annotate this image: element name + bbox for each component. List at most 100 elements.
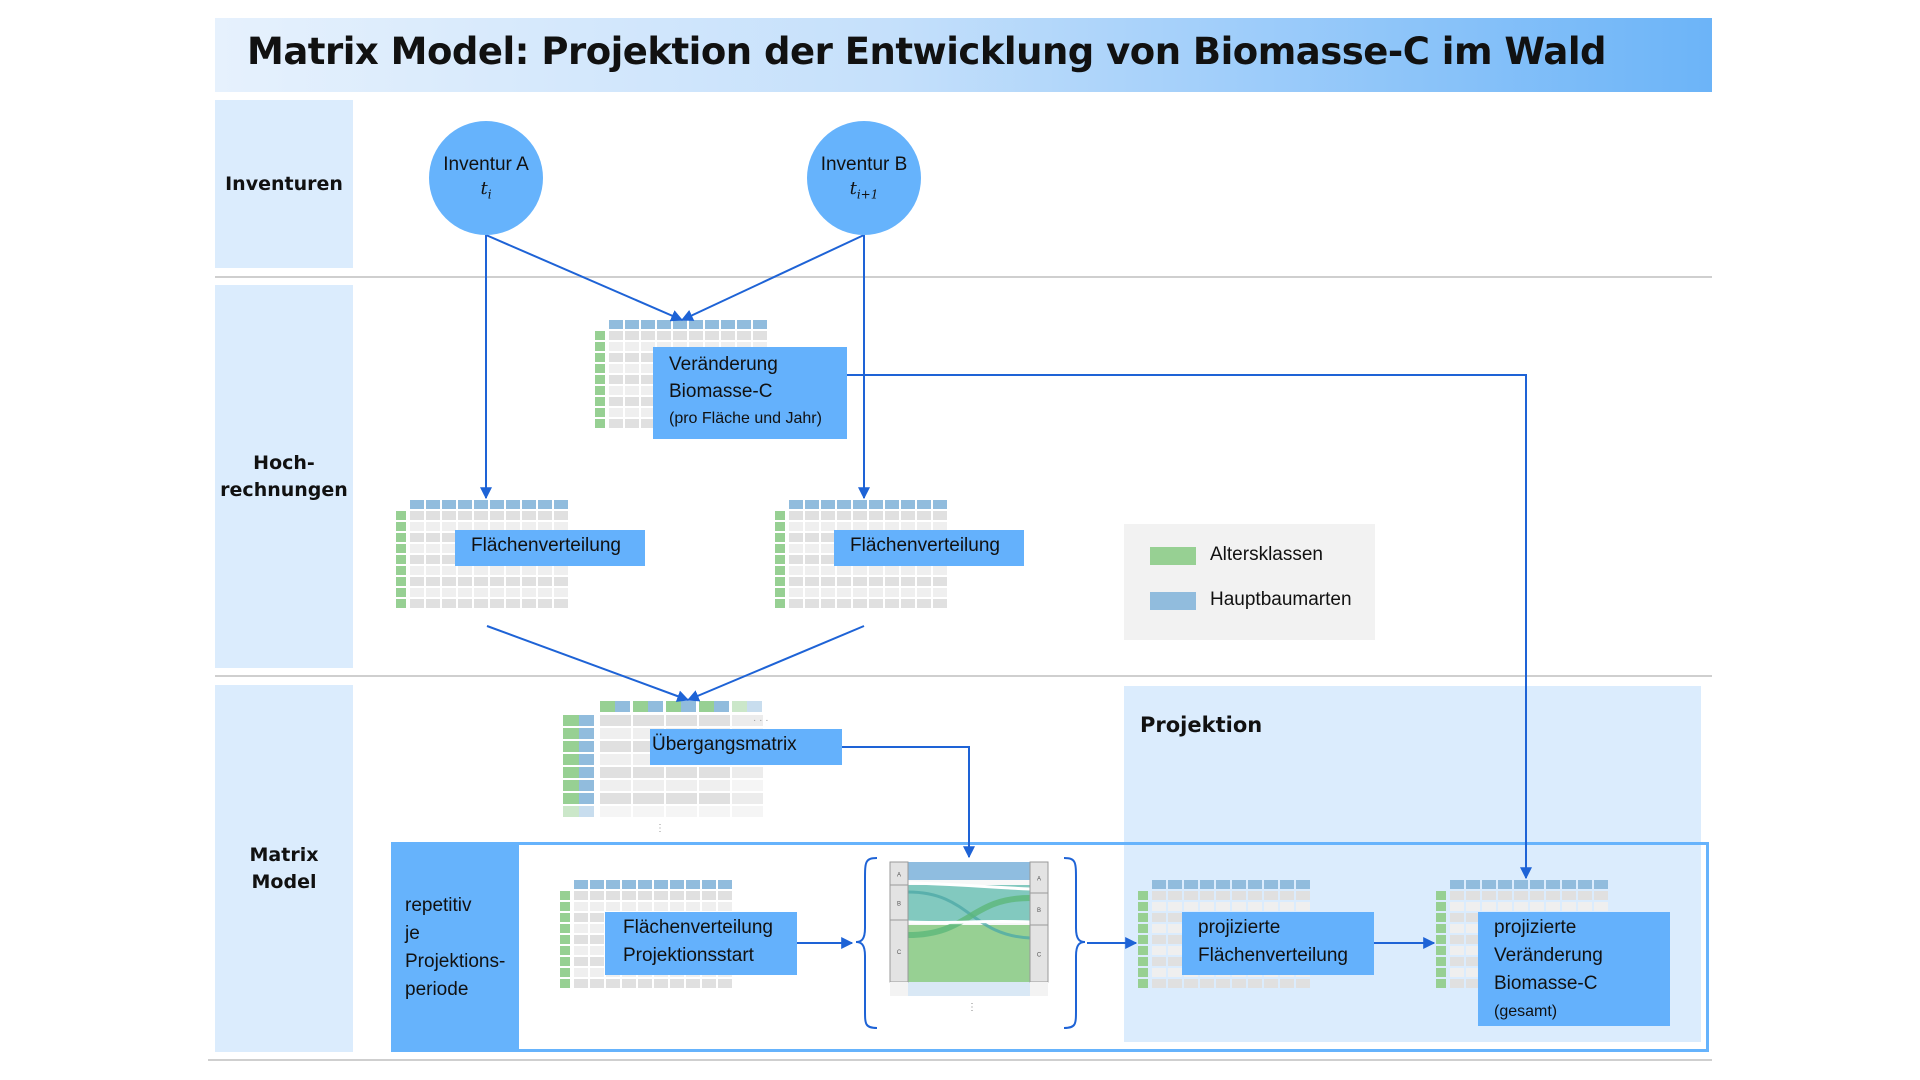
grid-cell	[885, 577, 899, 586]
row-header-cell	[595, 353, 605, 362]
grid-cell	[657, 342, 671, 351]
row-header-cell	[1138, 968, 1148, 977]
sankey-node-label: B	[897, 902, 901, 908]
grid-cell	[554, 577, 568, 586]
grid-cell	[522, 566, 536, 575]
header-cell	[600, 701, 615, 712]
grid-cell	[1450, 968, 1464, 977]
sankey-node-label: A	[897, 873, 901, 879]
grid-cell	[538, 577, 552, 586]
grid-cell	[625, 353, 639, 362]
arrow-uebergang-to-sankey	[842, 746, 975, 859]
grid-cell	[1248, 902, 1262, 911]
header-cell	[853, 500, 867, 509]
grid-cell	[732, 715, 763, 726]
header-cell	[747, 701, 762, 712]
grid-cell	[702, 902, 716, 911]
grid-cell	[737, 342, 751, 351]
row-header-cell	[1138, 902, 1148, 911]
grid-cell	[506, 599, 520, 608]
grid-cell	[885, 566, 899, 575]
header-cell	[732, 701, 747, 712]
grid-cell	[705, 342, 719, 351]
row-header-cell	[595, 386, 605, 395]
header-cell	[666, 701, 681, 712]
row-header-cell	[396, 588, 406, 597]
arrow-inventur-b-to-veraenderung	[680, 234, 865, 321]
grid-cell	[633, 754, 664, 765]
row-header-cell	[396, 511, 406, 520]
grid-cell	[869, 566, 883, 575]
row-label-matrix-model: Matrix Model	[215, 685, 353, 1052]
grid-cell	[633, 780, 664, 791]
grid-cell	[821, 544, 835, 553]
grid-cell	[490, 566, 504, 575]
grid-cell	[933, 522, 947, 531]
grid-cell	[506, 522, 520, 531]
grid-cell	[1168, 968, 1182, 977]
header-cell	[753, 320, 767, 329]
row-header-cell	[560, 968, 570, 977]
grid-cell	[699, 767, 730, 778]
grid-cell	[1152, 968, 1166, 977]
legend: Altersklassen Hauptbaumarten	[1124, 524, 1375, 640]
grid-cell	[641, 397, 655, 406]
row-header-cell	[563, 806, 579, 817]
grid-cell	[673, 342, 687, 351]
grid-cell	[600, 806, 631, 817]
grid-cell	[1578, 902, 1592, 911]
header-cell	[789, 500, 803, 509]
grid-cell	[837, 566, 851, 575]
header-cell	[705, 320, 719, 329]
projizierte-veraenderung-box: projizierte Veränderung Biomasse-C (gesa…	[1478, 912, 1670, 1026]
grid-cell	[933, 511, 947, 520]
row-header-cell	[1436, 902, 1446, 911]
header-cell	[917, 500, 931, 509]
grid-cell	[625, 408, 639, 417]
grid-cell	[821, 522, 835, 531]
grid-cell	[538, 522, 552, 531]
row-header-cell	[563, 780, 579, 791]
grid-cell	[458, 566, 472, 575]
grid-cell	[1466, 913, 1480, 922]
row-header-cell	[1138, 946, 1148, 955]
grid-cell	[1200, 902, 1214, 911]
grid-cell	[1450, 946, 1464, 955]
grid-cell	[458, 511, 472, 520]
grid-cell	[426, 522, 440, 531]
grid-cell	[821, 588, 835, 597]
row-header-cell	[579, 754, 594, 765]
grid-cell	[442, 555, 456, 564]
header-cell	[805, 500, 819, 509]
row-header-cell	[775, 588, 785, 597]
grid-cell	[1264, 979, 1278, 988]
row-header-cell	[595, 375, 605, 384]
grid-cell	[1216, 891, 1230, 900]
row-header-cell	[579, 806, 594, 817]
grid-cell	[522, 588, 536, 597]
row-header-cell	[1436, 946, 1446, 955]
grid-cell	[933, 566, 947, 575]
row-header-cell	[775, 522, 785, 531]
header-cell	[673, 320, 687, 329]
grid-cell	[1296, 902, 1310, 911]
header-cell	[1530, 880, 1544, 889]
grid-cell	[789, 544, 803, 553]
grid-cell	[410, 599, 424, 608]
grid-cell	[805, 511, 819, 520]
grid-cell	[574, 924, 588, 933]
row-header-cell	[396, 599, 406, 608]
grid-cell	[554, 566, 568, 575]
grid-cell	[522, 511, 536, 520]
grid-cell	[410, 522, 424, 531]
row-header-cell	[396, 577, 406, 586]
header-cell	[1546, 880, 1560, 889]
grid-cell	[901, 566, 915, 575]
header-cell	[1232, 880, 1246, 889]
header-cell	[1562, 880, 1576, 889]
grid-cell	[885, 522, 899, 531]
grid-cell	[821, 566, 835, 575]
grid-cell	[1450, 979, 1464, 988]
row-label-text: rechnungen	[220, 478, 348, 501]
grid-cell	[538, 588, 552, 597]
